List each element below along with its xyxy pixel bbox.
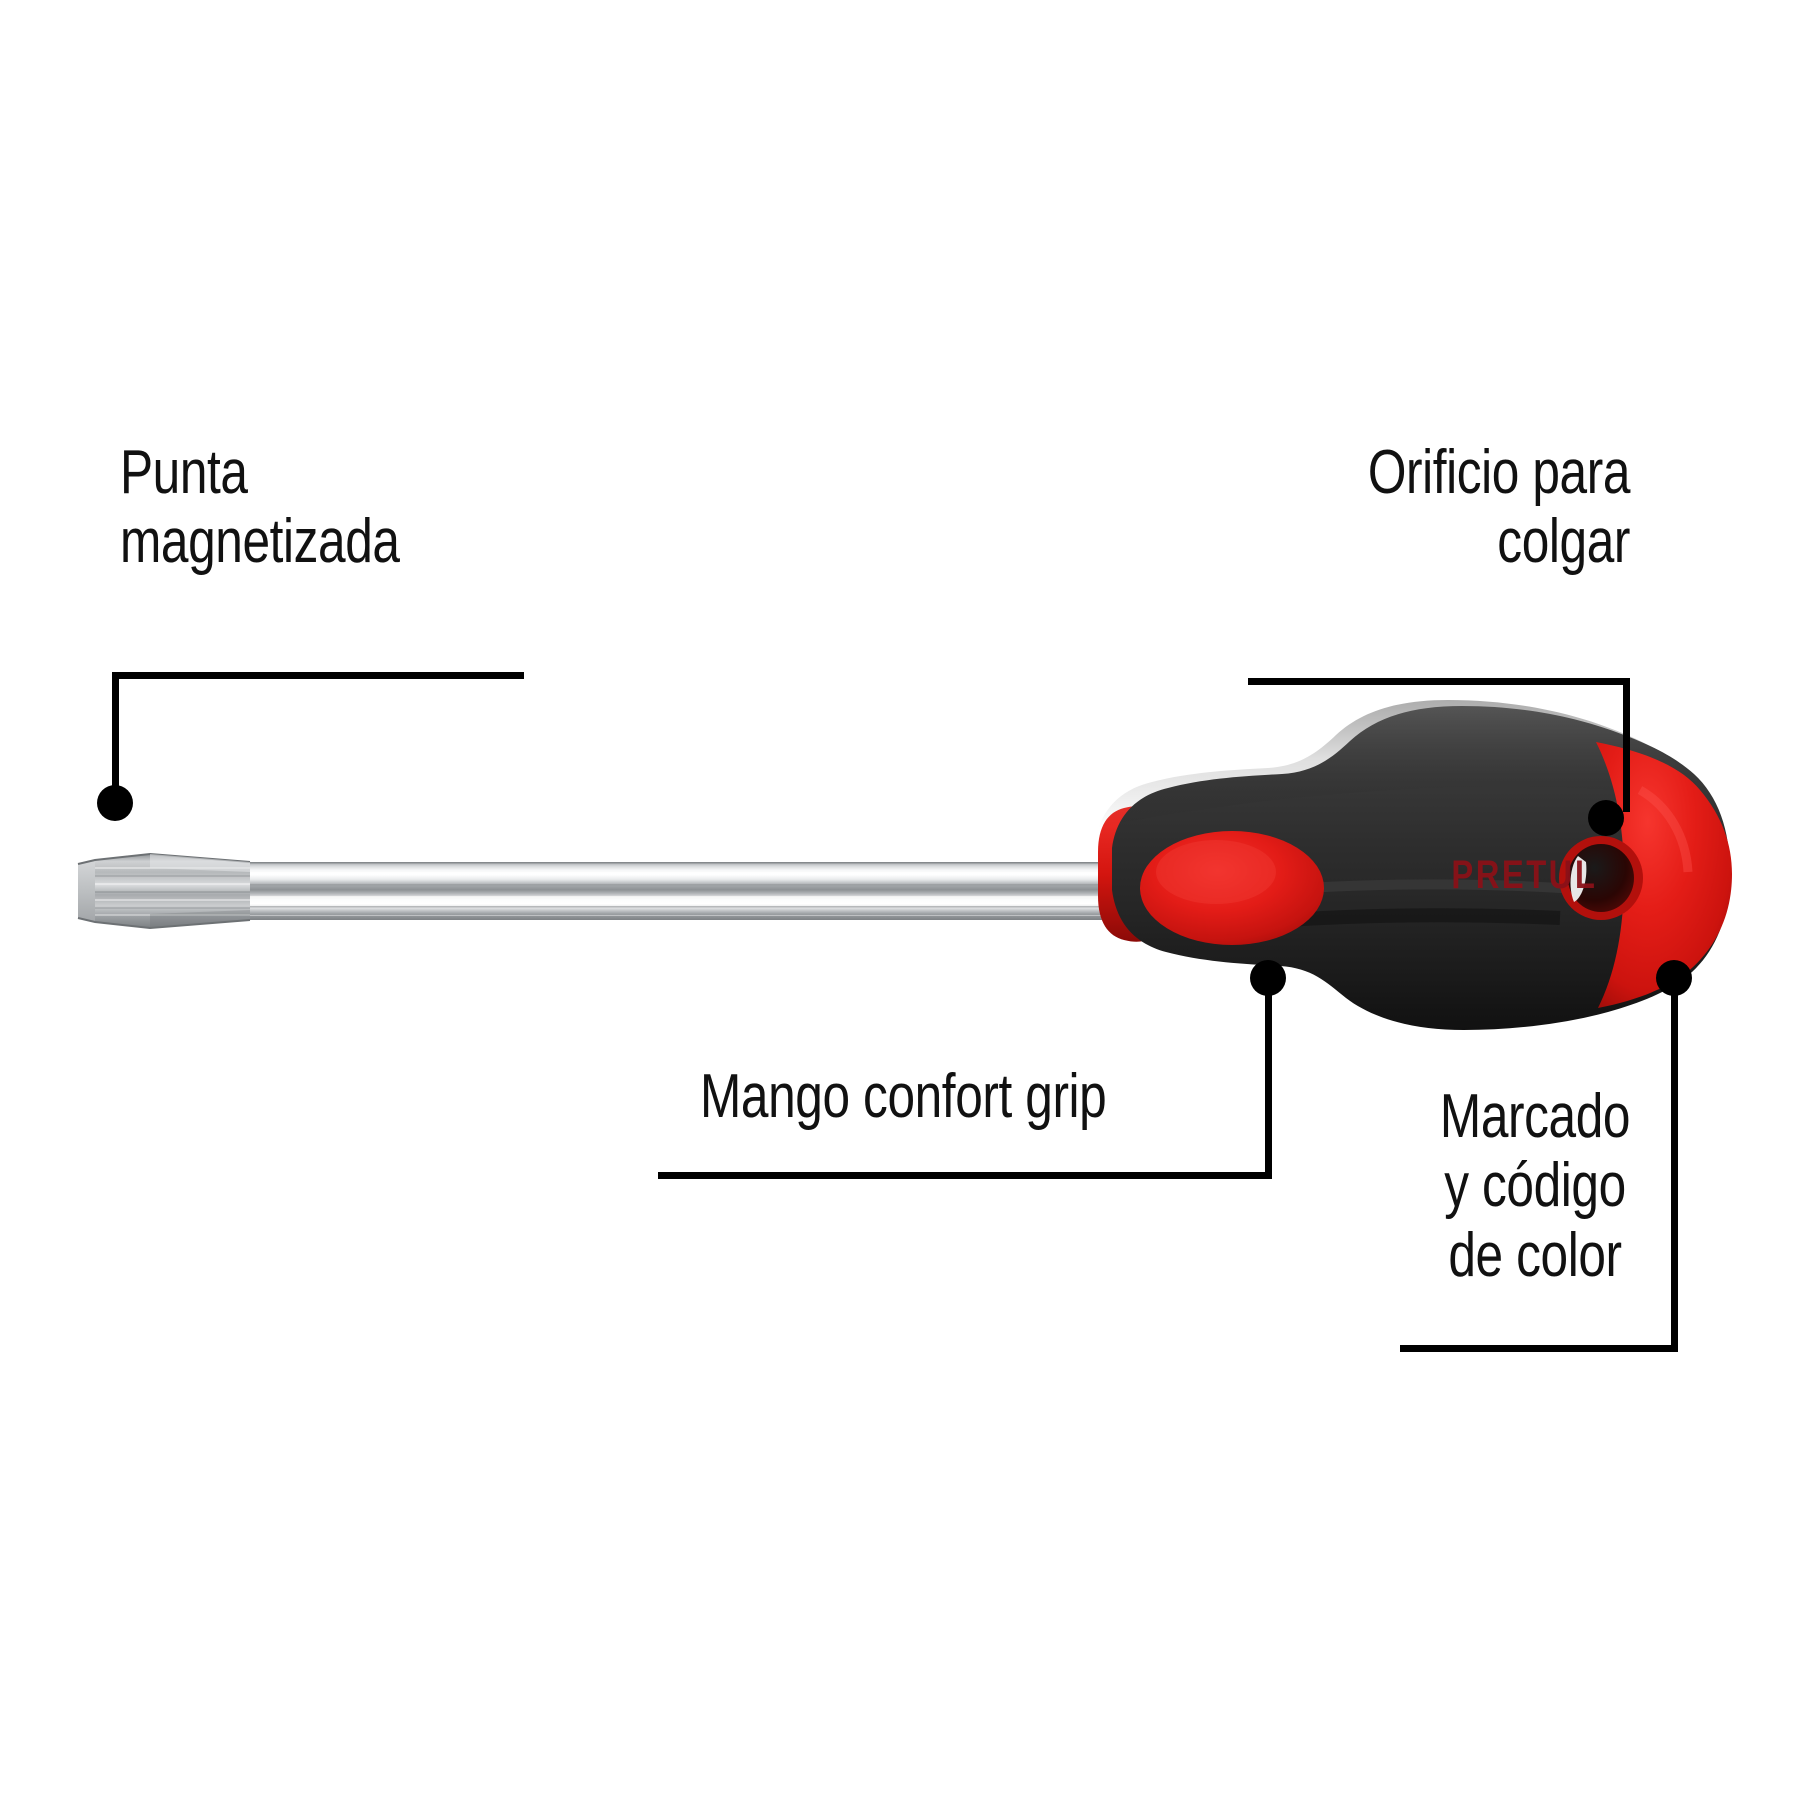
leader-dot-punta <box>97 785 133 821</box>
leader-line-horizontal-punta <box>112 672 524 679</box>
leader-line-horizontal-marcado <box>1400 1345 1678 1352</box>
leader-line-vertical-marcado <box>1671 985 1678 1347</box>
brand-marking: PRETUL <box>1451 852 1597 897</box>
handle-body <box>1112 706 1730 1030</box>
leader-line-horizontal-orificio <box>1248 678 1630 685</box>
leader-line-vertical-orificio <box>1623 678 1630 812</box>
leader-dot-mango <box>1250 960 1286 996</box>
leader-dot-marcado <box>1656 960 1692 996</box>
callout-label-marcado-y-codigo-de-color: Marcado y código de color <box>1439 1082 1631 1290</box>
callout-label-punta-magnetizada: Punta magnetizada <box>120 438 400 577</box>
screwdriver-handle: PRETUL <box>1095 700 1732 1030</box>
leader-line-horizontal-mango <box>658 1172 1272 1179</box>
screwdriver-tip-flat <box>77 852 251 930</box>
callout-label-mango-confort-grip: Mango confort grip <box>700 1062 1107 1131</box>
leader-dot-orificio <box>1588 800 1624 836</box>
handle-red-collar <box>1098 806 1150 942</box>
hanging-hole <box>1568 844 1634 912</box>
leader-line-vertical-punta <box>112 672 119 800</box>
handle-red-grip-pad <box>1140 831 1324 945</box>
screwdriver-shaft <box>250 862 1120 920</box>
leader-line-vertical-mango <box>1265 985 1272 1175</box>
callout-label-orificio-para-colgar: Orificio para colgar <box>1367 438 1631 577</box>
